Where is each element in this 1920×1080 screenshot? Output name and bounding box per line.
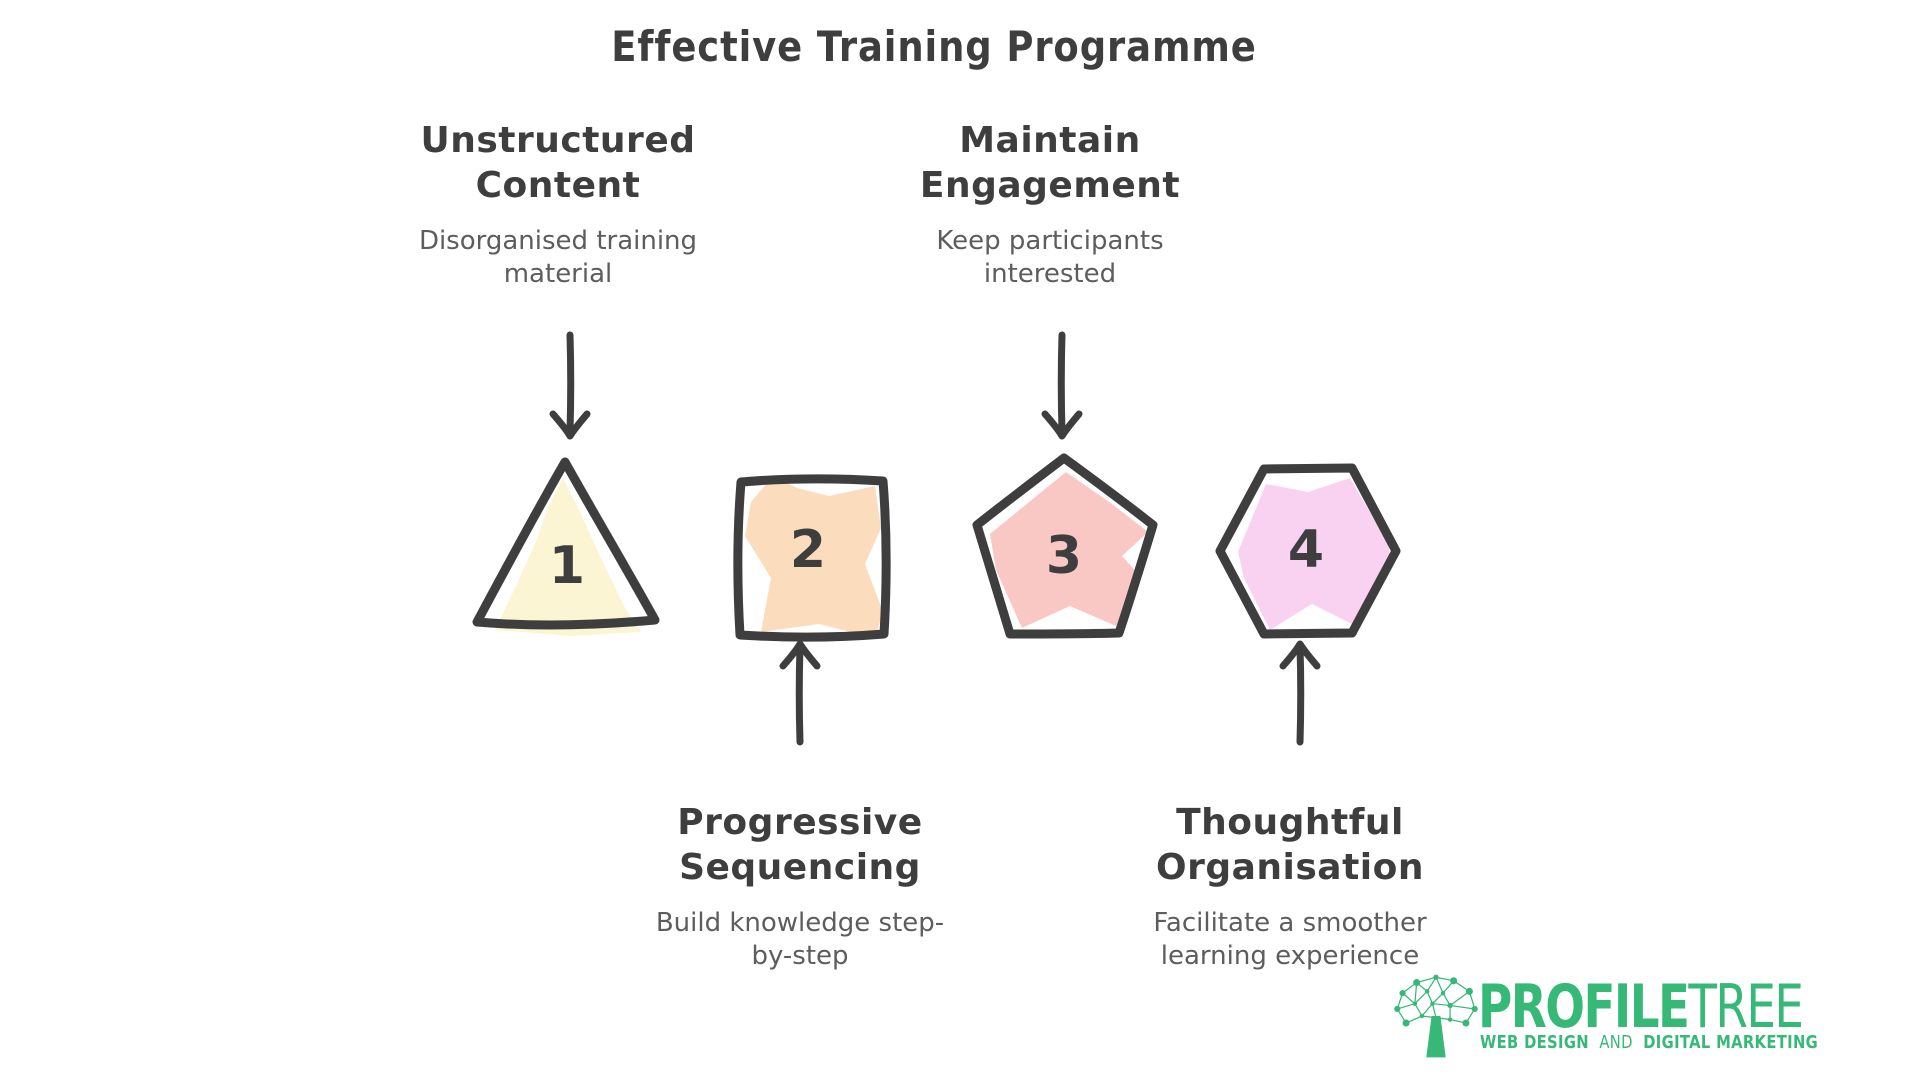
up-arrow-icon [779, 640, 821, 746]
step4-heading: Thoughtful Organisation [1155, 802, 1425, 888]
tree-network-icon [1394, 974, 1478, 1058]
tagline-and: AND [1599, 1032, 1633, 1053]
tagline-web-design: WEB DESIGN [1480, 1032, 1589, 1053]
step3-heading: Maintain Engagement [919, 120, 1181, 206]
step4-number: 4 [1287, 520, 1325, 580]
brand-tagline: WEB DESIGN AND DIGITAL MARKETING [1480, 1032, 1818, 1053]
tagline-digital-marketing: DIGITAL MARKETING [1643, 1032, 1819, 1053]
step2-number: 2 [789, 520, 827, 580]
hexagon-shape [1215, 463, 1401, 639]
step1-label-block: Unstructured Content Disorganised traini… [358, 118, 758, 291]
pentagon-shape [972, 453, 1158, 639]
triangle-shape [472, 457, 660, 636]
step3-number: 3 [1045, 526, 1083, 586]
profiletree-logo: PROFILETREE WEB DESIGN AND DIGITAL MARKE… [1390, 968, 1818, 1072]
step3-description: Keep participants interested [936, 226, 1164, 289]
step4-description: Facilitate a smoother learning experienc… [1153, 908, 1427, 971]
step2-label-block: Progressive Sequencing Build knowledge s… [600, 800, 1000, 973]
pentagon-fill [990, 472, 1148, 628]
brand-name: PROFILETREE [1478, 972, 1804, 1042]
step3-label-block: Maintain Engagement Keep participants in… [850, 118, 1250, 291]
step4-label-block: Thoughtful Organisation Facilitate a smo… [1090, 800, 1490, 973]
brand-name-bold: PROFILE [1478, 972, 1690, 1042]
up-arrow-icon [1279, 640, 1321, 746]
step2-description: Build knowledge step- by-step [655, 908, 945, 971]
step1-heading: Unstructured Content [420, 120, 696, 206]
brand-name-light: TREE [1688, 972, 1804, 1042]
step2-heading: Progressive Sequencing [677, 802, 923, 888]
square-fill [745, 476, 883, 638]
down-arrow-icon [549, 331, 591, 440]
step1-number: 1 [548, 536, 586, 596]
hexagon-fill [1238, 478, 1392, 630]
triangle-fill [495, 478, 641, 636]
square-shape [733, 474, 891, 642]
step1-description: Disorganised training material [418, 226, 698, 289]
page-title: Effective Training Programme [611, 22, 1257, 71]
down-arrow-icon [1041, 331, 1083, 440]
